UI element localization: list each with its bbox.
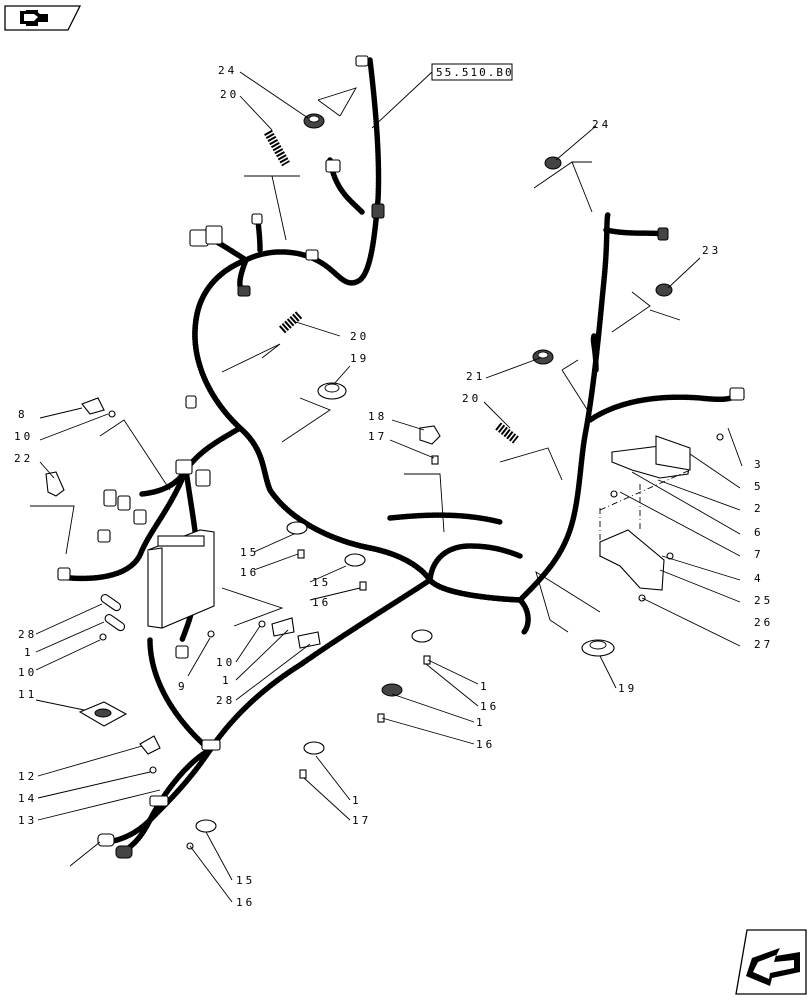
callout-28: 28 bbox=[18, 628, 37, 641]
callout-27: 27 bbox=[754, 638, 773, 651]
callout-22: 22 bbox=[14, 452, 33, 465]
callout-10: 10 bbox=[216, 656, 235, 669]
callout-16: 16 bbox=[312, 596, 331, 609]
harness-wires bbox=[67, 57, 739, 855]
callout-17: 17 bbox=[368, 430, 387, 443]
callout-7: 7 bbox=[754, 548, 764, 561]
callout-16: 16 bbox=[240, 566, 259, 579]
callout-23: 23 bbox=[702, 244, 721, 257]
callout-8: 8 bbox=[18, 408, 28, 421]
callout-19: 19 bbox=[618, 682, 637, 695]
reference-box-label: 55.510.B0 bbox=[436, 66, 514, 79]
callout-10: 10 bbox=[18, 666, 37, 679]
callout-28: 28 bbox=[216, 694, 235, 707]
callout-10: 10 bbox=[14, 430, 33, 443]
callout-20: 20 bbox=[220, 88, 239, 101]
callout-15: 15 bbox=[312, 576, 331, 589]
callout-16: 16 bbox=[480, 700, 499, 713]
callout-1: 1 bbox=[480, 680, 490, 693]
callout-1: 1 bbox=[476, 716, 486, 729]
callout-21: 21 bbox=[466, 370, 485, 383]
callout-2: 2 bbox=[754, 502, 764, 515]
callout-9: 9 bbox=[178, 680, 188, 693]
callout-15: 15 bbox=[240, 546, 259, 559]
callout-5: 5 bbox=[754, 480, 764, 493]
harness-parts bbox=[45, 55, 745, 859]
callout-19: 19 bbox=[350, 352, 369, 365]
callout-labels: 24 20 24 23 20 19 21 20 18 17 8 10 22 3 … bbox=[14, 64, 773, 909]
callout-20: 20 bbox=[462, 392, 481, 405]
callout-6: 6 bbox=[754, 526, 764, 539]
callout-1: 1 bbox=[24, 646, 34, 659]
callout-1: 1 bbox=[222, 674, 232, 687]
reference-box[interactable]: 55.510.B0 bbox=[431, 63, 514, 81]
book-arrow-icon[interactable] bbox=[4, 5, 82, 31]
callout-13: 13 bbox=[18, 814, 37, 827]
callout-15: 15 bbox=[236, 874, 255, 887]
callout-11: 11 bbox=[18, 688, 37, 701]
callout-26: 26 bbox=[754, 616, 773, 629]
callout-1: 1 bbox=[352, 794, 362, 807]
next-page-arrow-icon[interactable] bbox=[735, 929, 807, 995]
callout-25: 25 bbox=[754, 594, 773, 607]
callout-17: 17 bbox=[352, 814, 371, 827]
callout-24: 24 bbox=[592, 118, 611, 131]
callout-24: 24 bbox=[218, 64, 237, 77]
callout-20: 20 bbox=[350, 330, 369, 343]
callout-12: 12 bbox=[18, 770, 37, 783]
callout-3: 3 bbox=[754, 458, 764, 471]
callout-18: 18 bbox=[368, 410, 387, 423]
callout-16: 16 bbox=[476, 738, 495, 751]
leader-lines bbox=[30, 71, 743, 903]
callout-16: 16 bbox=[236, 896, 255, 909]
callout-14: 14 bbox=[18, 792, 37, 805]
callout-4: 4 bbox=[754, 572, 764, 585]
